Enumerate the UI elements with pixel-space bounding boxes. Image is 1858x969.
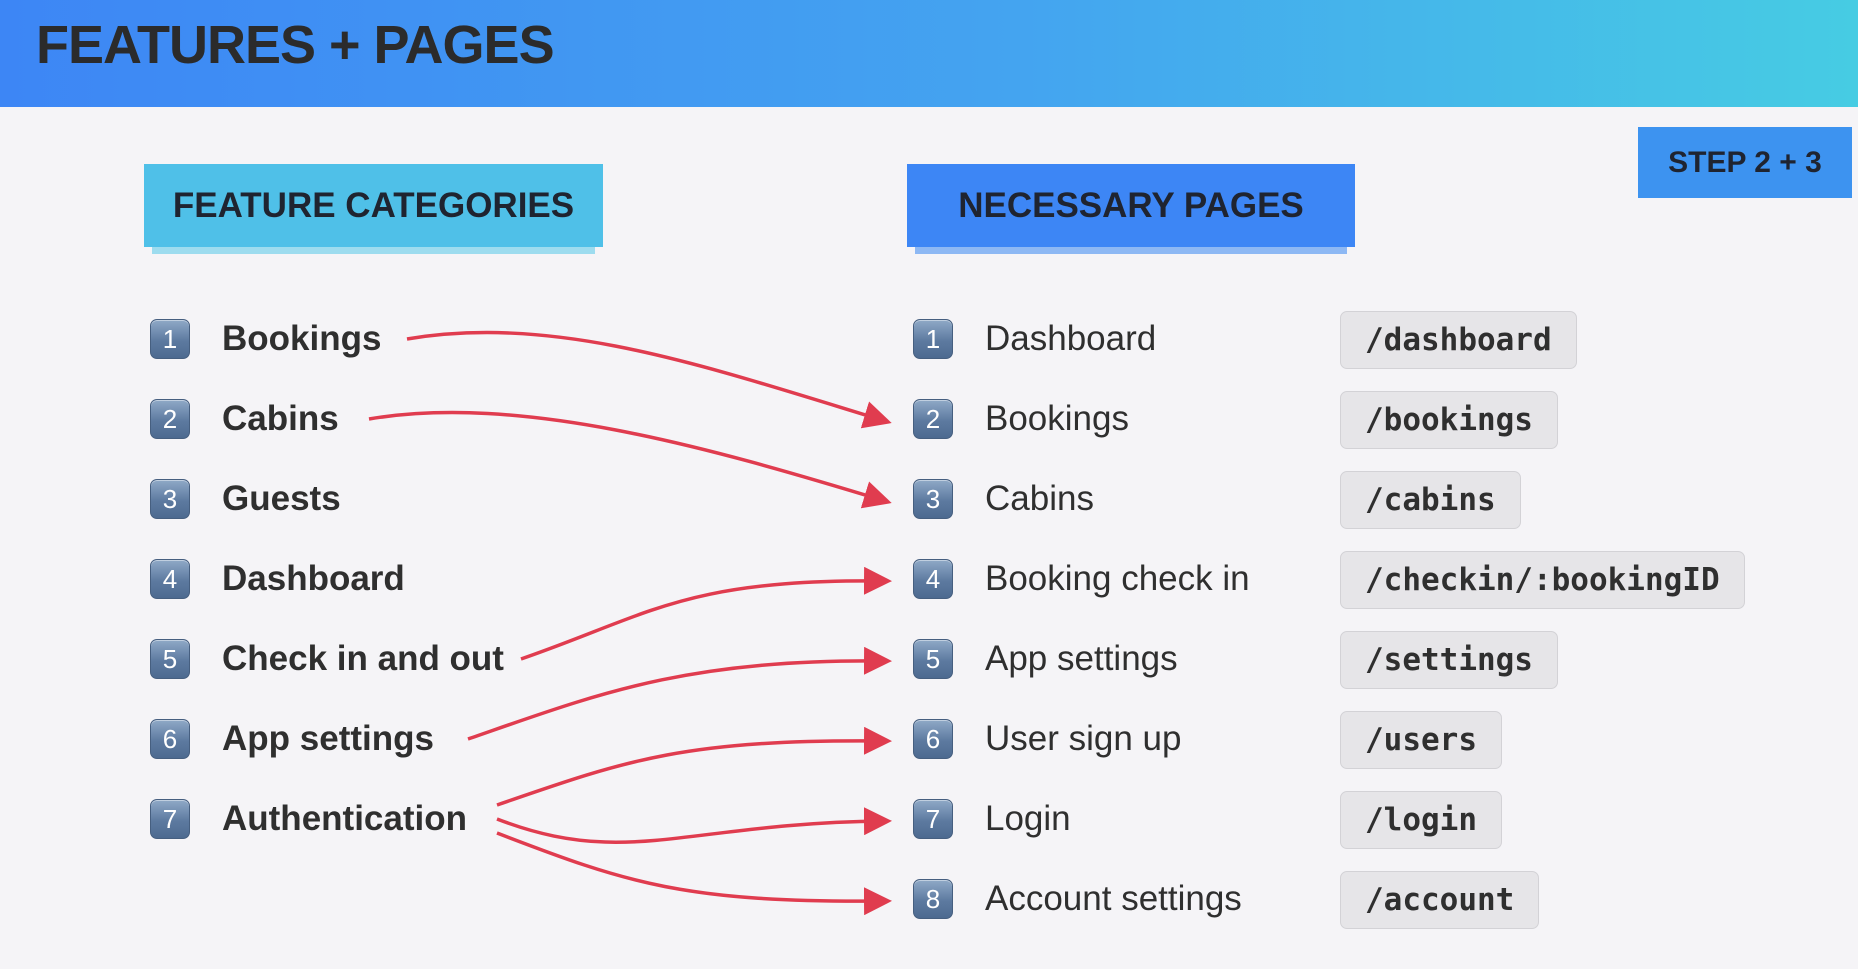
number-badge: 6 (150, 719, 190, 759)
number-badge: 6 (913, 719, 953, 759)
page-item: 2 Bookings (913, 389, 1129, 449)
feature-label: App settings (222, 719, 434, 758)
page-title: FEATURES + PAGES (36, 15, 555, 75)
route-login: /login (1340, 791, 1502, 849)
number-badge: 8 (913, 879, 953, 919)
step-badge: STEP 2 + 3 (1638, 127, 1852, 198)
page-label: App settings (985, 639, 1178, 678)
necessary-pages-heading-text: NECESSARY PAGES (958, 185, 1304, 225)
feature-label: Dashboard (222, 559, 405, 598)
feature-categories-heading-text: FEATURE CATEGORIES (172, 185, 575, 225)
connection-arrow (496, 831, 892, 916)
page-item: 7 Login (913, 789, 1071, 849)
feature-item: 6 App settings (150, 709, 434, 769)
page-item: 4 Booking check in (913, 549, 1250, 609)
number-badge: 2 (913, 399, 953, 439)
number-badge: 3 (150, 479, 190, 519)
page-label: Dashboard (985, 319, 1157, 358)
feature-item: 7 Authentication (150, 789, 467, 849)
route-bookings: /bookings (1340, 391, 1558, 449)
number-badge: 2 (150, 399, 190, 439)
page-item: 3 Cabins (913, 469, 1094, 529)
page-item: 8 Account settings (913, 869, 1242, 929)
connection-arrow (368, 410, 892, 509)
route-checkin: /checkin/:bookingID (1340, 551, 1745, 609)
route-account: /account (1340, 871, 1540, 929)
page-label: Cabins (985, 479, 1094, 518)
connection-arrow (467, 646, 892, 741)
number-badge: 3 (913, 479, 953, 519)
feature-item: 3 Guests (150, 469, 341, 529)
feature-label: Check in and out (222, 639, 504, 678)
route-cabins: /cabins (1340, 471, 1521, 529)
number-badge: 1 (913, 319, 953, 359)
connection-arrow (520, 566, 892, 661)
feature-label: Cabins (222, 399, 339, 438)
page-label: User sign up (985, 719, 1182, 758)
route-users: /users (1340, 711, 1502, 769)
route-dashboard: /dashboard (1340, 311, 1577, 369)
page-item: 1 Dashboard (913, 309, 1156, 369)
connection-arrow (496, 726, 892, 807)
page-label: Booking check in (985, 559, 1250, 598)
number-badge: 7 (913, 799, 953, 839)
page-item: 5 App settings (913, 629, 1178, 689)
connection-arrow (496, 807, 892, 844)
number-badge: 5 (150, 639, 190, 679)
route-settings: /settings (1340, 631, 1558, 689)
feature-categories-heading: FEATURE CATEGORIES (144, 164, 603, 254)
feature-item: 5 Check in and out (150, 629, 504, 689)
number-badge: 5 (913, 639, 953, 679)
page-label: Login (985, 799, 1071, 838)
connection-arrow (406, 330, 892, 429)
number-badge: 7 (150, 799, 190, 839)
feature-label: Bookings (222, 319, 382, 358)
feature-label: Authentication (222, 799, 467, 838)
number-badge: 1 (150, 319, 190, 359)
page-label: Bookings (985, 399, 1129, 438)
number-badge: 4 (913, 559, 953, 599)
feature-item: 4 Dashboard (150, 549, 405, 609)
feature-item: 1 Bookings (150, 309, 381, 369)
feature-label: Guests (222, 479, 341, 518)
feature-item: 2 Cabins (150, 389, 339, 449)
necessary-pages-heading: NECESSARY PAGES (907, 164, 1355, 254)
page-label: Account settings (985, 879, 1242, 918)
page-item: 6 User sign up (913, 709, 1181, 769)
number-badge: 4 (150, 559, 190, 599)
header-banner: FEATURES + PAGES (0, 0, 1858, 107)
